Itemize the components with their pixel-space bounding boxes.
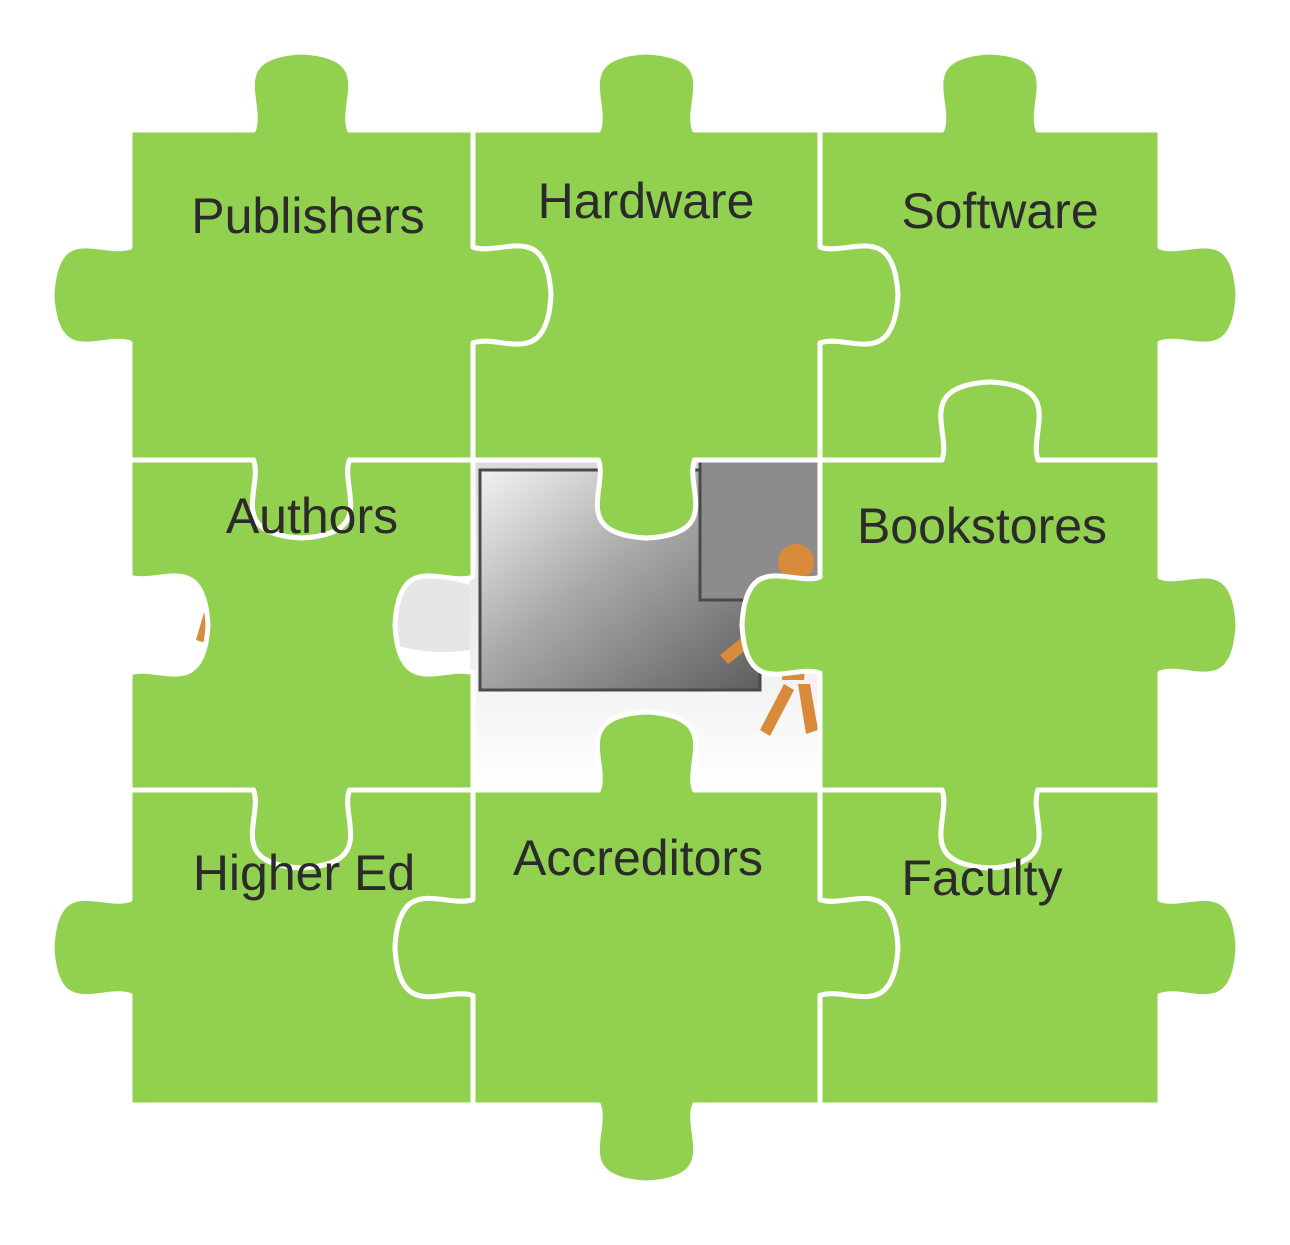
puzzle-pieces (49, 49, 1241, 1186)
piece-label-authors: Authors (226, 488, 398, 544)
piece-label-hardware: Hardware (538, 173, 755, 229)
piece-label-bookstores: Bookstores (857, 498, 1107, 554)
piece-label-publishers: Publishers (191, 188, 424, 244)
piece-label-software: Software (901, 183, 1098, 239)
piece-label-higher-ed: Higher Ed (193, 845, 415, 901)
piece-label-faculty: Faculty (901, 850, 1062, 906)
piece-label-accreditors: Accreditors (513, 830, 763, 886)
puzzle-piece-faculty (817, 787, 1241, 1108)
